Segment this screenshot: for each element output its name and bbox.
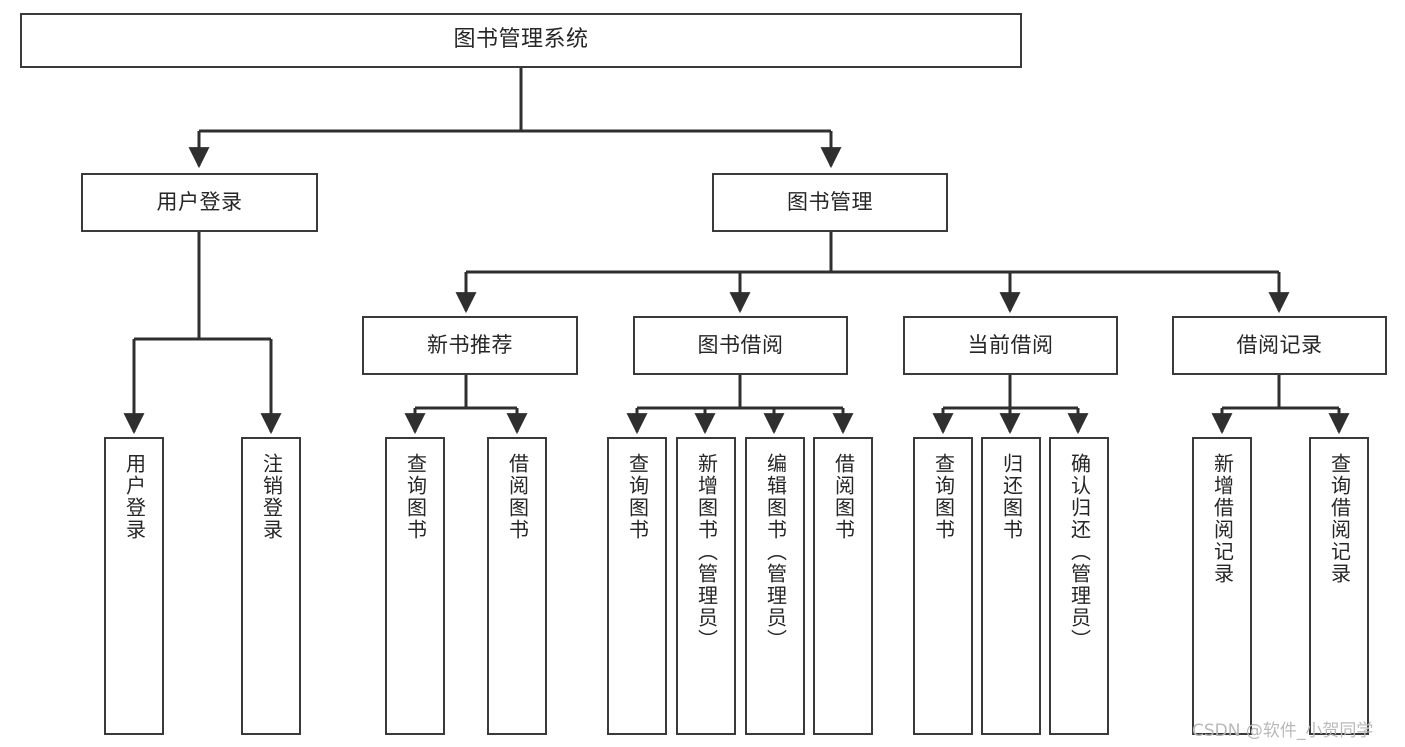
node-label: 确认归还（管理员） (1067, 453, 1092, 651)
leaf-borrow-books-recommend[interactable]: 借阅图书 (487, 437, 547, 735)
node-new-book-recommendation[interactable]: 新书推荐 (362, 316, 578, 375)
node-book-borrowing[interactable]: 图书借阅 (633, 316, 848, 375)
node-label: 图书管理系统 (453, 27, 589, 53)
node-current-borrowing[interactable]: 当前借阅 (903, 316, 1118, 375)
node-book-management[interactable]: 图书管理 (712, 173, 948, 232)
node-label: 图书管理 (787, 189, 873, 214)
node-label: 查询借阅记录 (1327, 453, 1352, 585)
node-label: 查询图书 (403, 453, 428, 541)
node-label: 查询图书 (931, 453, 956, 541)
node-label: 用户登录 (122, 453, 147, 541)
node-label: 查询图书 (625, 453, 650, 541)
leaf-borrow-books[interactable]: 借阅图书 (813, 437, 873, 735)
node-borrowing-record[interactable]: 借阅记录 (1172, 316, 1387, 375)
leaf-query-books-current[interactable]: 查询图书 (913, 437, 973, 735)
node-label: 用户登录 (156, 189, 243, 214)
node-label: 新增图书（管理员） (694, 453, 719, 651)
node-label: 借阅记录 (1236, 332, 1323, 357)
node-label: 当前借阅 (967, 332, 1054, 357)
leaf-confirm-return-admin[interactable]: 确认归还（管理员） (1049, 437, 1109, 735)
leaf-query-books-borrow[interactable]: 查询图书 (607, 437, 667, 735)
leaf-add-borrow-record[interactable]: 新增借阅记录 (1192, 437, 1252, 735)
node-label: 归还图书 (999, 453, 1024, 541)
node-root-book-management-system[interactable]: 图书管理系统 (20, 13, 1022, 68)
csdn-watermark: CSDN @软件_小贺同学 (1192, 721, 1374, 741)
node-label: 借阅图书 (505, 453, 530, 541)
node-label: 注销登录 (259, 453, 284, 541)
node-user-login[interactable]: 用户登录 (81, 173, 318, 232)
leaf-logout[interactable]: 注销登录 (241, 437, 301, 735)
node-label: 新增借阅记录 (1210, 453, 1235, 585)
leaf-return-books[interactable]: 归还图书 (981, 437, 1041, 735)
node-label: 新书推荐 (427, 332, 513, 357)
leaf-user-login[interactable]: 用户登录 (104, 437, 164, 735)
leaf-edit-book-admin[interactable]: 编辑图书（管理员） (745, 437, 805, 735)
node-label: 借阅图书 (831, 453, 856, 541)
node-label: 编辑图书（管理员） (763, 453, 788, 651)
leaf-query-books-recommend[interactable]: 查询图书 (385, 437, 445, 735)
leaf-query-borrow-record[interactable]: 查询借阅记录 (1309, 437, 1369, 735)
node-label: 图书借阅 (697, 332, 784, 357)
leaf-add-book-admin[interactable]: 新增图书（管理员） (676, 437, 736, 735)
